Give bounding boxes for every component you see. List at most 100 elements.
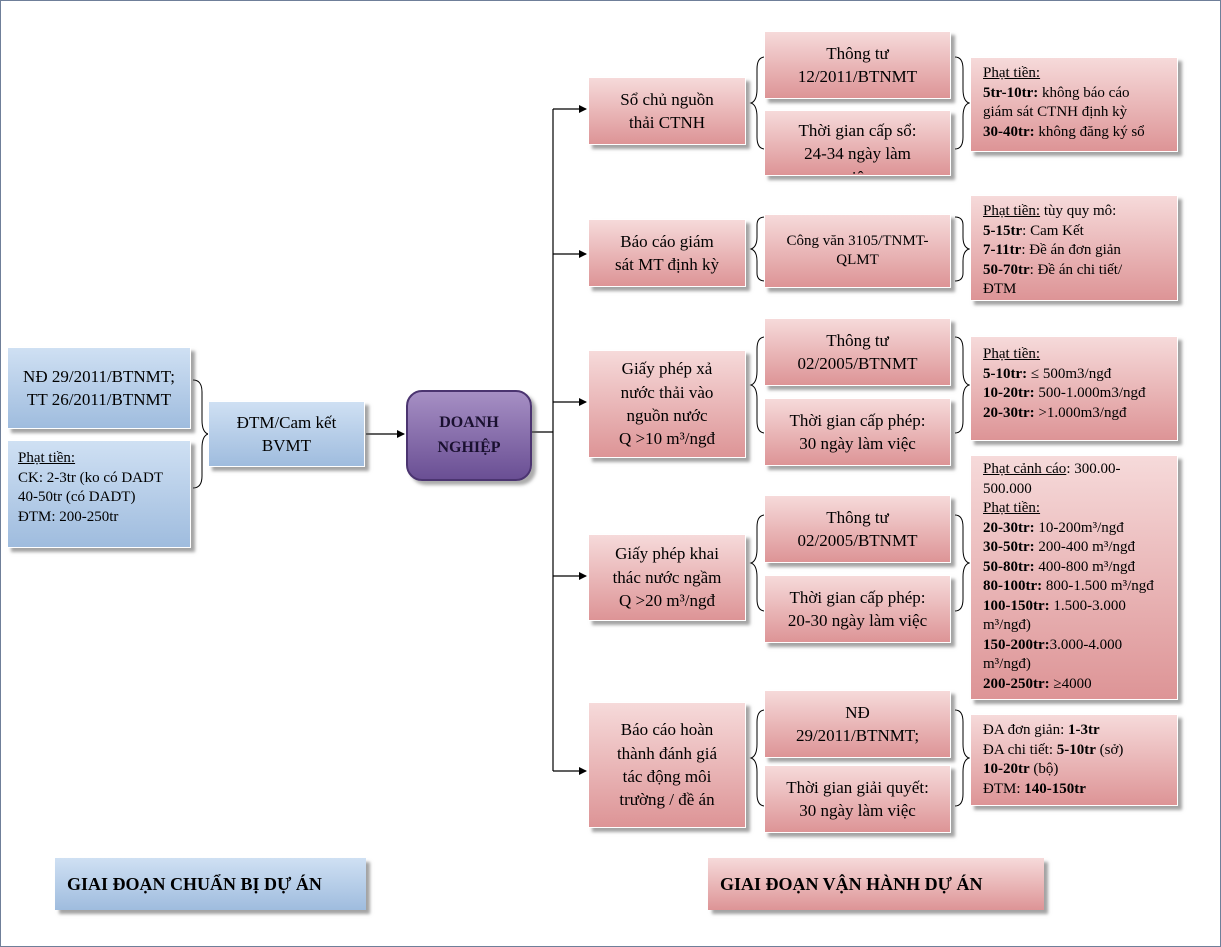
branch-title-line: Giấy phép xả	[621, 359, 713, 379]
penalty-text: Phạt tiền:	[983, 65, 1041, 81]
penalty-line: m³/ngđ)	[983, 655, 1171, 675]
branch-title-box: Giấy phép khai thác nước ngầm Q >20 m³/n…	[588, 534, 746, 621]
legal-doc-line: Thông tư	[826, 43, 889, 63]
brace-pen-4	[954, 514, 971, 612]
penalty-text: 30-50tr:	[983, 539, 1035, 555]
branch-title-line: thành đánh giá	[616, 743, 718, 763]
stage-label-prep: GIAI ĐOẠN CHUẨN BỊ DỰ ÁN	[55, 858, 366, 910]
penalty-line: 200-250tr: ≥4000	[983, 675, 1171, 695]
penalty-text: ĐTM:	[983, 780, 1025, 797]
penalty-text: 3.000-4.000	[1049, 636, 1123, 653]
penalty-line: 5-10tr: ≤ 500m3/ngđ	[983, 365, 1171, 385]
brace-sub-2	[749, 216, 766, 282]
penalty-text: 20-30tr:	[983, 519, 1035, 536]
penalty-text: >1.000m3/ngđ	[1034, 404, 1127, 421]
penalty-line: 50-80tr: 400-800 m³/ngđ	[983, 558, 1171, 578]
enterprise-line: DOANH	[439, 413, 499, 431]
branch-title-box: Báo cáo giám sát MT định kỳ	[588, 219, 746, 287]
legal-doc-line: Thông tư	[826, 507, 889, 527]
penalty-text: 20-30tr:	[983, 404, 1035, 421]
legal-doc-line: 02/2005/BTNMT	[797, 354, 918, 373]
branch-title-line: Báo cáo hoàn	[620, 720, 714, 740]
legal-doc-line: 29/2011/BTNMT;	[795, 726, 920, 745]
brace-pen-3	[954, 336, 971, 434]
legal-doc-line: NĐ	[845, 702, 870, 722]
penalty-text: tùy quy mô:	[1040, 203, 1117, 219]
penalty-text: Phạt cảnh cáo	[983, 461, 1067, 477]
penalty-text: 400-800 m³/ngđ	[1034, 558, 1135, 575]
penalty-text: giám sát CTNH định kỳ	[983, 104, 1128, 120]
processing-time-box: Thời gian cấp sổ: 24-34 ngày làm việc	[764, 110, 951, 176]
dtm-line: ĐTM/Cam kết	[236, 412, 337, 432]
penalty-line: 20-30tr: >1.000m3/ngđ	[983, 404, 1171, 424]
penalty-text: m³/ngđ)	[983, 617, 1031, 633]
processing-time-line: 30 ngày làm việc	[799, 434, 916, 453]
penalty-text: 10-20tr	[983, 761, 1030, 777]
dtm-commitment-box: ĐTM/Cam kết BVMT	[208, 401, 365, 467]
processing-time-line: Thời gian cấp phép:	[789, 410, 926, 430]
penalty-text: 50-80tr:	[983, 558, 1035, 575]
processing-time-line: 24-34 ngày làm	[804, 144, 911, 164]
penalty-text: 200-400 m³/ngđ	[1034, 539, 1135, 555]
penalty-line: 50-70tr: Đề án chi tiết/	[983, 261, 1171, 281]
branch-title-line: trường / đề án	[619, 790, 715, 810]
legal-doc-box: NĐ 29/2011/BTNMT;	[764, 690, 951, 758]
processing-time-line: Thời gian giải quyết:	[786, 777, 929, 797]
branch-title-box: Sổ chủ nguồn thải CTNH	[588, 77, 746, 145]
processing-time-line: 30 ngày làm việc	[799, 801, 916, 820]
legal-doc-box: Thông tư 02/2005/BTNMT	[764, 318, 951, 386]
penalty-line: Phạt tiền:	[983, 345, 1171, 365]
penalty-text: 150-200tr:	[983, 636, 1050, 653]
brace-sub-1	[749, 56, 766, 150]
branch-title-line: tác động môi	[622, 767, 712, 786]
penalty-line: ĐA chi tiết: 5-10tr (sở)	[983, 741, 1171, 761]
penalty-line: 100-150tr: 1.500-3.000	[983, 597, 1171, 617]
penalty-line: Phạt cảnh cáo: 300.00-	[983, 460, 1171, 480]
penalty-text: 200-250tr:	[983, 675, 1050, 692]
legal-line: NĐ 29/2011/BTNMT;	[23, 366, 175, 386]
penalty-text: ĐA đơn giản:	[983, 722, 1069, 738]
brace-pen-5	[954, 709, 971, 807]
processing-time-line: Thời gian cấp phép:	[789, 587, 926, 607]
processing-time-box: Thời gian cấp phép: 20-30 ngày làm việc	[764, 575, 951, 643]
penalty-text: : Đề án đơn giản	[1021, 242, 1121, 258]
penalty-text: : Cam Kết	[1022, 222, 1084, 239]
dtm-line: BVMT	[261, 436, 312, 455]
branch-title-line: Q >10 m³/ngđ	[619, 429, 715, 449]
penalty-line: ĐTM	[983, 280, 1171, 300]
stage-label-ops-text: GIAI ĐOẠN VẬN HÀNH DỰ ÁN	[720, 873, 983, 894]
stage-label-prep-text: GIAI ĐOẠN CHUẨN BỊ DỰ ÁN	[67, 873, 322, 894]
penalty-text: Phạt tiền:	[983, 346, 1041, 362]
penalty-line: Phạt tiền:	[983, 499, 1171, 519]
penalty-text: 500-1.000m3/ngđ	[1034, 385, 1146, 401]
penalty-text: ≥4000	[1049, 675, 1092, 692]
penalty-text: 30-40tr:	[983, 123, 1035, 140]
branch-title-line: Báo cáo giám	[620, 231, 714, 251]
processing-time-line: 20-30 ngày làm việc	[787, 611, 928, 630]
penalty-line: 500.000	[983, 480, 1171, 500]
enterprise-node: DOANH NGHIỆP	[406, 390, 532, 481]
branch-title-line: sát MT định kỳ	[614, 255, 720, 274]
legal-line: TT 26/2011/BTNMT	[26, 390, 172, 409]
penalty-line: ĐTM: 140-150tr	[983, 780, 1171, 800]
enterprise-line: NGHIỆP	[437, 438, 501, 456]
penalty-text: 10-200m³/ngđ	[1034, 519, 1124, 536]
left-penalty-box: Phạt tiền: CK: 2-3tr (ko có DADT 40-50tr…	[7, 440, 191, 548]
penalty-line: m³/ngđ)	[983, 616, 1171, 636]
processing-time-box: Thời gian cấp phép: 30 ngày làm việc	[764, 398, 951, 466]
branch-title-line: Q >20 m³/ngđ	[619, 591, 715, 611]
branch-title-line: thác nước ngầm	[612, 567, 722, 587]
penalty-line: 10-20tr: 500-1.000m3/ngđ	[983, 384, 1171, 404]
penalty-text: (bộ)	[1029, 761, 1059, 777]
branch-title-box: Báo cáo hoàn thành đánh giá tác động môi…	[588, 702, 746, 828]
penalty-text: ≤ 500m3/ngđ	[1027, 365, 1112, 382]
penalty-text: 100-150tr:	[983, 597, 1050, 614]
legal-doc-line: Công văn 3105/TNMT-	[786, 232, 929, 249]
penalty-text: không đăng ký sổ	[1034, 123, 1145, 140]
penalty-text: ĐTM	[983, 281, 1017, 297]
branch-title-box: Giấy phép xả nước thải vào nguồn nước Q …	[588, 350, 746, 458]
processing-time-line: Thời gian cấp sổ:	[798, 121, 917, 140]
penalty-line: ĐA đơn giản: 1-3tr	[983, 721, 1171, 741]
legal-doc-line: QLMT	[836, 252, 879, 268]
